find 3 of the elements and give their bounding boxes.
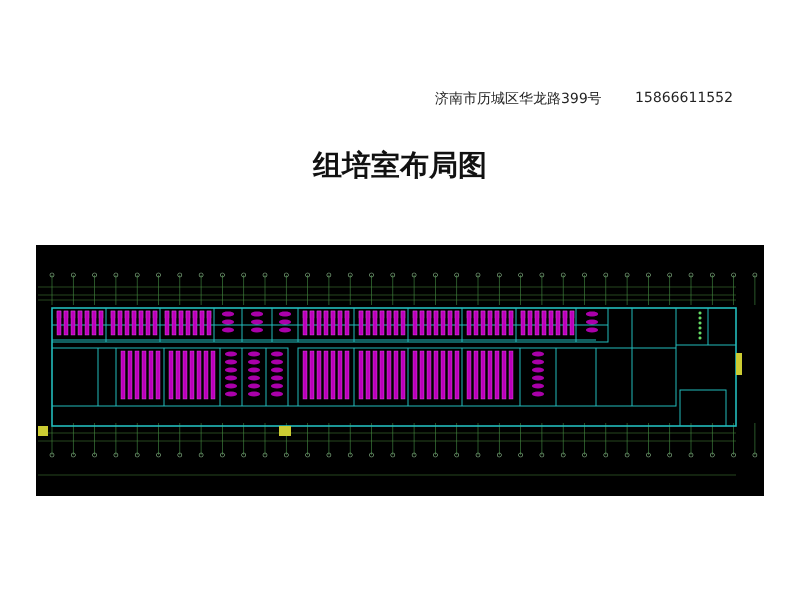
address-text: 济南市历城区华龙路399号 xyxy=(435,90,602,108)
phone-number: 15866611552 xyxy=(635,90,733,106)
diagram-title: 组培室布局图 xyxy=(313,148,487,182)
